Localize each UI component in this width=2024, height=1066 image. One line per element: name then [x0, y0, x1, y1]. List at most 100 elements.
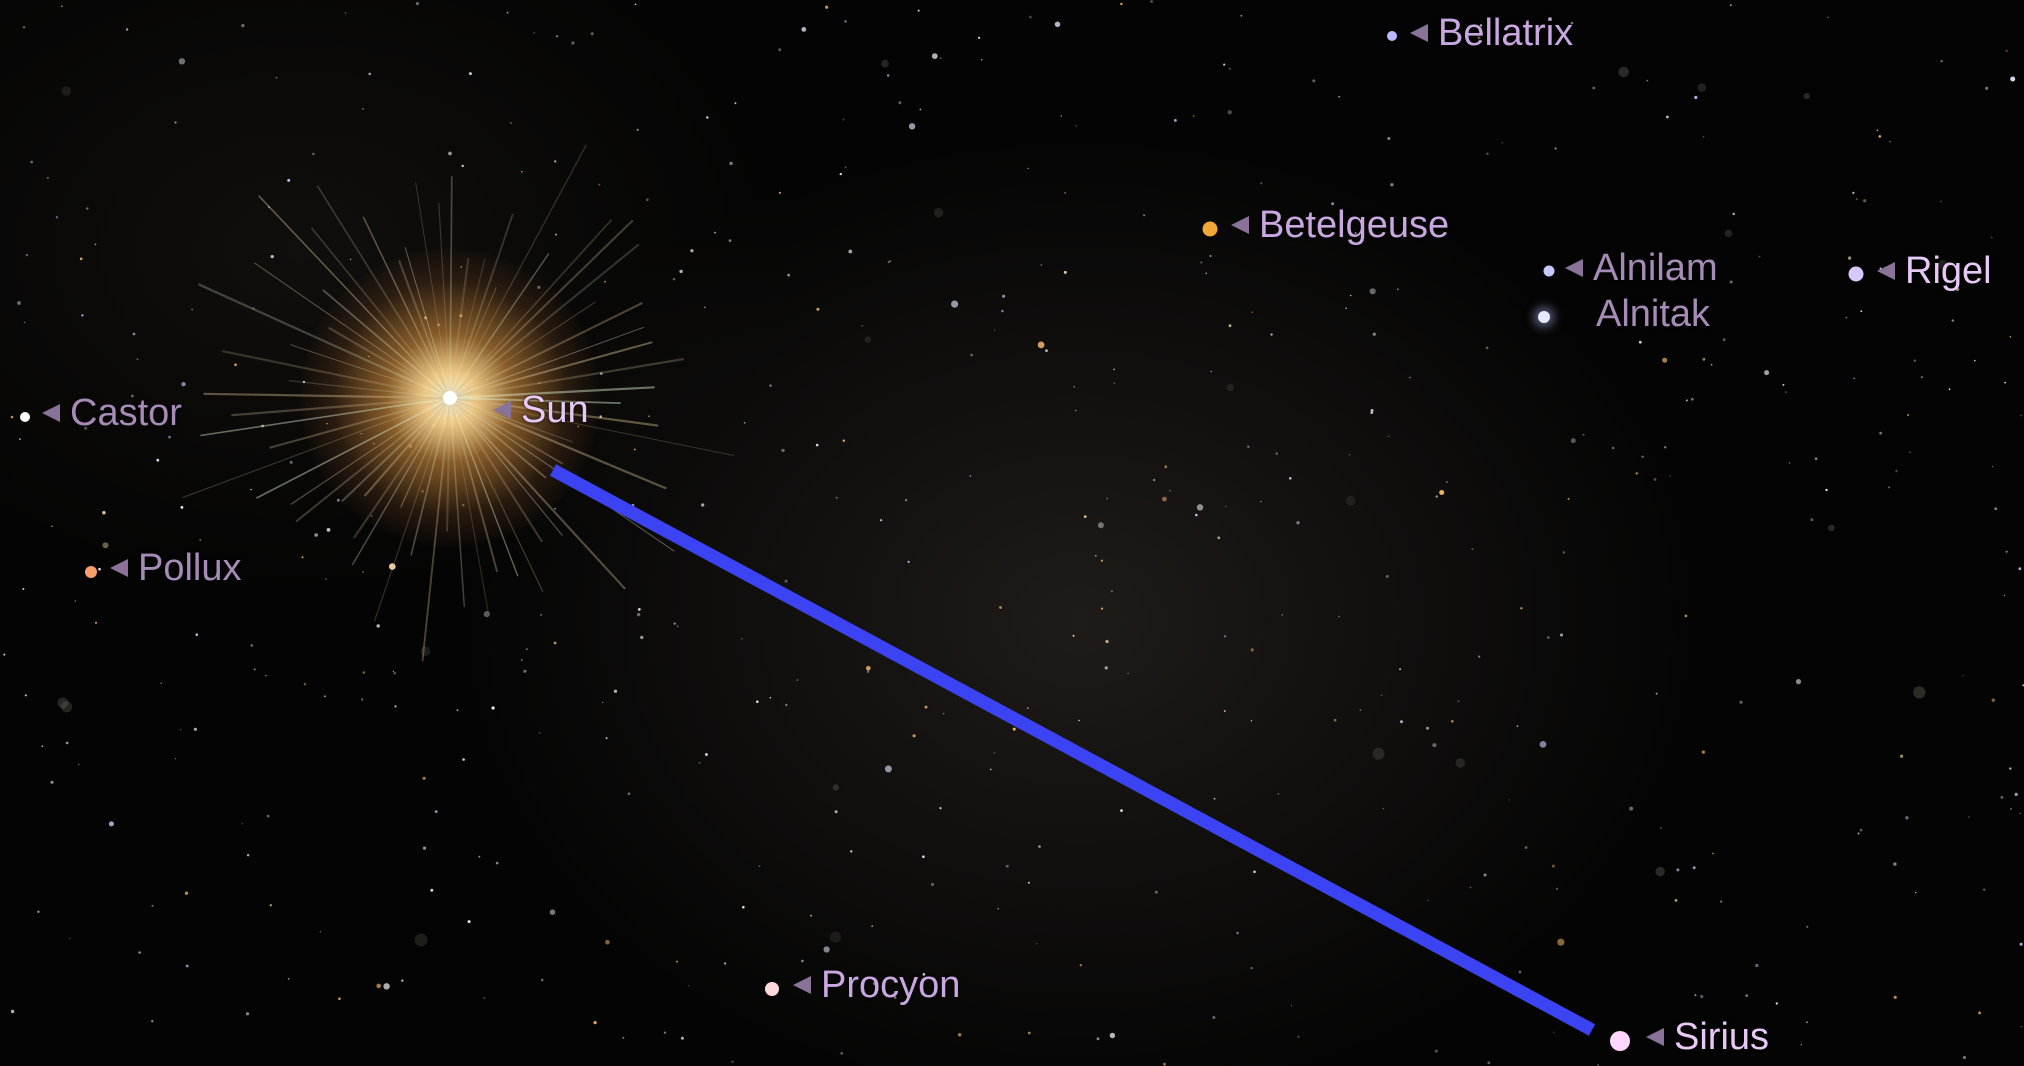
background-star — [714, 231, 716, 234]
background-star — [246, 854, 250, 857]
star-procyon[interactable] — [765, 982, 779, 996]
background-star — [1847, 256, 1852, 260]
sun-ray — [449, 397, 564, 465]
sun-ray — [449, 176, 453, 399]
label-pointer-icon — [42, 404, 60, 422]
background-star — [37, 910, 40, 913]
background-star — [362, 571, 364, 573]
background-star — [533, 32, 535, 34]
background-star — [1240, 14, 1243, 17]
background-star — [1289, 477, 1292, 480]
background-star — [392, 670, 395, 672]
background-star — [1096, 1037, 1100, 1041]
background-star — [2010, 808, 2012, 810]
label-bellatrix[interactable]: Bellatrix — [1410, 14, 1573, 52]
background-star — [602, 701, 604, 704]
background-star — [1054, 21, 1061, 28]
background-star — [393, 672, 396, 675]
background-star — [1692, 866, 1696, 870]
background-star — [1948, 388, 1951, 391]
background-star — [1653, 478, 1657, 481]
star-castor[interactable] — [20, 412, 30, 422]
background-star — [422, 776, 426, 780]
background-star — [1666, 115, 1669, 119]
sun-to-sirius-line[interactable] — [549, 464, 1596, 1036]
background-star — [1638, 340, 1642, 344]
sun-ray — [256, 397, 451, 499]
background-star — [540, 613, 543, 616]
background-star — [1027, 881, 1030, 884]
background-star — [394, 705, 397, 708]
background-star — [1439, 490, 1445, 495]
background-star — [287, 978, 290, 980]
label-betelgeuse[interactable]: Betelgeuse — [1231, 206, 1449, 244]
background-star — [844, 166, 847, 168]
background-haze — [1655, 866, 1665, 877]
background-star — [1228, 67, 1231, 70]
background-star — [999, 606, 1002, 609]
background-star — [268, 206, 270, 208]
star-rigel[interactable] — [1848, 266, 1864, 282]
background-star — [401, 979, 404, 982]
background-star — [389, 563, 396, 570]
background-haze — [1803, 93, 1810, 100]
sun-ray — [410, 397, 451, 556]
star-alnilam[interactable] — [1543, 265, 1555, 277]
background-star — [1722, 338, 1726, 342]
label-pointer-icon — [110, 559, 128, 577]
background-star — [842, 439, 845, 442]
background-star — [1852, 191, 1855, 194]
star-betelgeuse[interactable] — [1202, 221, 1218, 237]
background-star — [41, 745, 44, 748]
sun-ray — [289, 380, 451, 399]
background-star — [1553, 1031, 1555, 1033]
star-bellatrix[interactable] — [1387, 31, 1397, 41]
label-betelgeuse-text: Betelgeuse — [1259, 204, 1450, 246]
background-haze — [933, 207, 944, 218]
label-sirius[interactable]: Sirius — [1646, 1018, 1769, 1056]
background-star — [873, 980, 878, 986]
background-star — [2005, 550, 2008, 553]
label-alnilam[interactable]: Alnilam — [1565, 249, 1718, 287]
background-star — [844, 20, 847, 23]
background-star — [640, 635, 644, 640]
background-star — [125, 28, 129, 31]
background-star — [1060, 115, 1063, 117]
sun-ray — [231, 396, 451, 417]
label-rigel[interactable]: Rigel — [1877, 252, 1992, 290]
background-star — [679, 269, 683, 274]
background-star — [758, 865, 761, 867]
background-haze — [864, 336, 872, 344]
background-star — [1974, 359, 1976, 362]
background-star — [1105, 639, 1109, 644]
background-star — [1546, 636, 1550, 639]
label-castor[interactable]: Castor — [42, 394, 182, 432]
star-sirius[interactable] — [1610, 1031, 1630, 1051]
background-star — [1349, 294, 1352, 297]
background-star — [325, 578, 327, 580]
background-star — [312, 152, 315, 156]
background-star — [478, 855, 481, 858]
background-star — [151, 1020, 154, 1023]
background-star — [241, 823, 243, 825]
background-star — [1508, 799, 1510, 801]
background-star — [1669, 475, 1671, 477]
background-star — [265, 674, 267, 677]
label-sun[interactable]: Sun — [493, 391, 589, 429]
background-star — [1223, 635, 1227, 638]
sun-ray — [449, 287, 497, 399]
label-alnitak[interactable]: Alnitak — [1596, 295, 1710, 333]
label-pointer-icon — [1646, 1028, 1664, 1046]
background-star — [1250, 720, 1253, 722]
background-star — [1409, 376, 1411, 379]
background-haze — [414, 933, 428, 947]
star-alnitak[interactable] — [1538, 311, 1550, 323]
sun-icon[interactable] — [443, 391, 457, 405]
background-star — [734, 102, 737, 105]
star-pollux[interactable] — [85, 566, 97, 578]
label-procyon[interactable]: Procyon — [793, 966, 960, 1004]
label-pollux[interactable]: Pollux — [110, 549, 242, 587]
background-star — [1228, 324, 1232, 328]
background-star — [598, 183, 601, 186]
